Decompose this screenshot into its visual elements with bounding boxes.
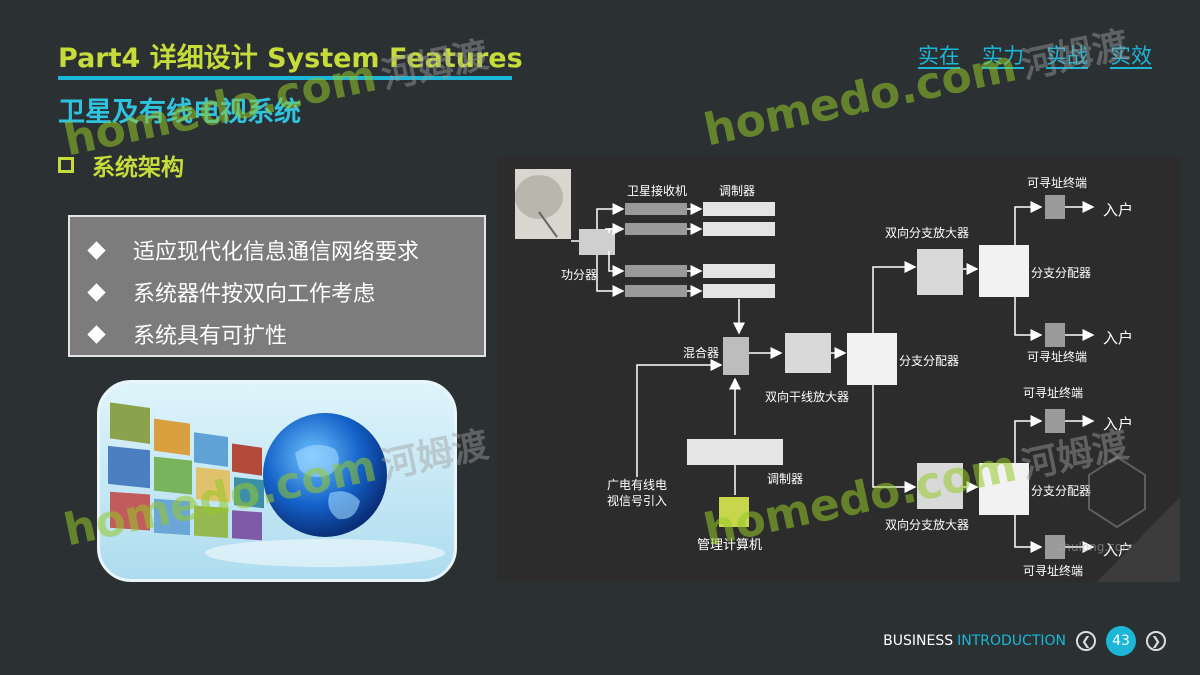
bullet-list: 适应现代化信息通信网络要求 系统器件按双向工作考虑 系统具有可扩性 bbox=[68, 215, 486, 357]
modulator-icon bbox=[687, 439, 783, 465]
label-distributor-top: 分支分配器 bbox=[1031, 266, 1091, 280]
slide-subtitle: 卫星及有线电视系统 bbox=[58, 97, 301, 128]
slogan-item: 实在 bbox=[918, 44, 960, 68]
distributor-icon bbox=[847, 333, 897, 385]
distributor-icon bbox=[979, 245, 1029, 297]
section-heading: 系统架构 bbox=[58, 148, 184, 182]
diamond-bullet-icon bbox=[87, 240, 106, 260]
label-distributor-bottom: 分支分配器 bbox=[1031, 484, 1091, 498]
distributor-icon bbox=[979, 463, 1029, 515]
mixer-icon bbox=[723, 337, 749, 375]
chevron-left-icon: ❮ bbox=[1080, 634, 1092, 648]
label-mixer: 混合器 bbox=[683, 345, 719, 360]
label-terminal: 可寻址终端 bbox=[1027, 349, 1087, 364]
branch-amplifier-icon bbox=[917, 463, 963, 509]
branch-amplifier-icon bbox=[917, 249, 963, 295]
label-terminal: 可寻址终端 bbox=[1023, 563, 1083, 578]
label-satellite-receiver: 卫星接收机 bbox=[627, 183, 687, 198]
prev-slide-button[interactable]: ❮ bbox=[1076, 631, 1096, 651]
list-item: 系统器件按双向工作考虑 bbox=[86, 271, 484, 313]
satellite-receiver-icon bbox=[625, 203, 687, 297]
watermark: homedo.com河姆渡 bbox=[699, 16, 1133, 156]
slide-footer: BUSINESS INTRODUCTION ❮ 43 ❯ bbox=[883, 626, 1166, 656]
addressable-terminal-icon bbox=[1045, 535, 1065, 559]
square-bullet-icon bbox=[58, 157, 74, 173]
section-label: 系统架构 bbox=[92, 155, 184, 181]
screen-panels bbox=[108, 402, 264, 541]
diamond-bullet-icon bbox=[87, 324, 106, 344]
page-number: 43 bbox=[1106, 626, 1136, 656]
slogan-item: 实战 bbox=[1046, 44, 1088, 68]
label-splitter: 功分器 bbox=[561, 268, 597, 282]
bullet-text: 系统具有可扩性 bbox=[133, 324, 288, 349]
slogan-item: 实效 bbox=[1110, 44, 1152, 68]
architecture-svg: 功分器 卫星接收机 调制器 bbox=[497, 157, 1180, 582]
bullet-text: 适应现代化信息通信网络要求 bbox=[133, 240, 420, 265]
label-source-mark: zhulong.com bbox=[1057, 540, 1134, 554]
media-globe-illustration bbox=[108, 402, 445, 567]
addressable-terminal-icon bbox=[1045, 409, 1065, 433]
system-architecture-diagram: 功分器 卫星接收机 调制器 bbox=[497, 157, 1180, 582]
title-underline bbox=[58, 76, 512, 80]
bullet-text: 系统器件按双向工作考虑 bbox=[133, 282, 376, 307]
splitter-icon bbox=[579, 229, 615, 255]
label-modulator-mid: 调制器 bbox=[767, 472, 803, 486]
label-trunk-amplifier: 双向干线放大器 bbox=[765, 389, 849, 404]
footer-introduction: INTRODUCTION bbox=[957, 633, 1066, 649]
slide-title: Part4 详细设计 System Features bbox=[58, 43, 523, 74]
slogan: 实在 实力 实战 实效 bbox=[918, 40, 1152, 70]
chevron-right-icon: ❯ bbox=[1150, 634, 1162, 648]
source-logo: zhulong.com bbox=[1057, 455, 1146, 554]
addressable-terminal-icon bbox=[1045, 323, 1065, 347]
label-terminal: 可寻址终端 bbox=[1027, 175, 1087, 190]
list-item: 系统具有可扩性 bbox=[86, 313, 484, 355]
label-management-computer: 管理计算机 bbox=[697, 538, 762, 553]
label-home: 入户 bbox=[1103, 415, 1133, 433]
slogan-item: 实力 bbox=[982, 44, 1024, 68]
satellite-dish-icon bbox=[515, 169, 571, 239]
footer-business: BUSINESS bbox=[883, 633, 954, 649]
label-branch-amplifier-bottom: 双向分支放大器 bbox=[885, 517, 969, 532]
management-computer-icon bbox=[719, 497, 749, 527]
media-globe-image bbox=[97, 380, 457, 582]
label-terminal: 可寻址终端 bbox=[1023, 385, 1083, 400]
next-slide-button[interactable]: ❯ bbox=[1146, 631, 1166, 651]
diamond-bullet-icon bbox=[87, 282, 106, 302]
list-item: 适应现代化信息通信网络要求 bbox=[86, 229, 484, 271]
modulator-icon bbox=[703, 202, 775, 298]
label-branch-amplifier-top: 双向分支放大器 bbox=[885, 225, 969, 240]
label-home: 入户 bbox=[1103, 201, 1133, 219]
label-modulator-top: 调制器 bbox=[719, 184, 755, 198]
addressable-terminal-icon bbox=[1045, 195, 1065, 219]
label-distributor-mid: 分支分配器 bbox=[899, 354, 959, 368]
label-home: 入户 bbox=[1103, 329, 1133, 347]
label-catv-input: 视信号引入 bbox=[607, 493, 667, 508]
trunk-amplifier-icon bbox=[785, 333, 831, 373]
label-catv-input: 广电有线电 bbox=[607, 478, 667, 492]
